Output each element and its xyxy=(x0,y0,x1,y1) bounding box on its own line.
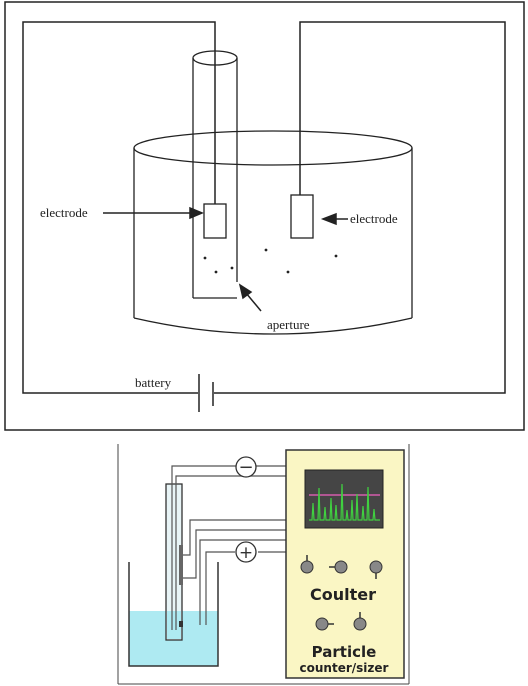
particles xyxy=(203,248,338,274)
control-knobs xyxy=(300,555,383,631)
aperture-label: aperture xyxy=(267,317,310,332)
negative-terminal xyxy=(235,456,257,478)
coulter-principle-diagram: battery electrode electrode aperture xyxy=(4,1,525,431)
device-name-coulter: Coulter xyxy=(310,585,376,604)
aperture-tube xyxy=(192,50,238,299)
beaker xyxy=(128,562,219,667)
inner-electrode xyxy=(179,545,183,585)
pulse-trace xyxy=(309,483,380,521)
electrode-inner xyxy=(203,203,227,239)
knob xyxy=(315,617,329,631)
figure-frame xyxy=(4,1,525,431)
circuit-wire xyxy=(22,21,506,394)
battery-symbol xyxy=(198,374,214,412)
aperture-tube-liquid xyxy=(167,611,181,639)
oscilloscope-screen xyxy=(304,469,384,529)
coulter-counter-illustration: − + Coulter Particle counter/sizer xyxy=(117,444,410,685)
positive-terminal-sign: + xyxy=(239,543,253,563)
negative-terminal-sign: − xyxy=(238,457,253,478)
knob xyxy=(300,560,314,574)
electrode-label-right: electrode xyxy=(350,211,398,226)
figure-frame-lines xyxy=(117,444,410,685)
device-name-counter-sizer: counter/sizer xyxy=(300,661,389,675)
aperture xyxy=(179,621,183,627)
battery-label: battery xyxy=(135,375,172,390)
electrode-outer xyxy=(290,194,314,239)
knob xyxy=(353,617,367,631)
knob xyxy=(369,560,383,574)
beaker xyxy=(133,130,413,335)
electrode-label-left: electrode xyxy=(40,205,88,220)
circuit-wires xyxy=(171,465,286,630)
knob xyxy=(334,560,348,574)
positive-terminal xyxy=(235,541,257,563)
device-name-particle: Particle xyxy=(312,643,377,661)
label-arrows xyxy=(103,206,348,312)
